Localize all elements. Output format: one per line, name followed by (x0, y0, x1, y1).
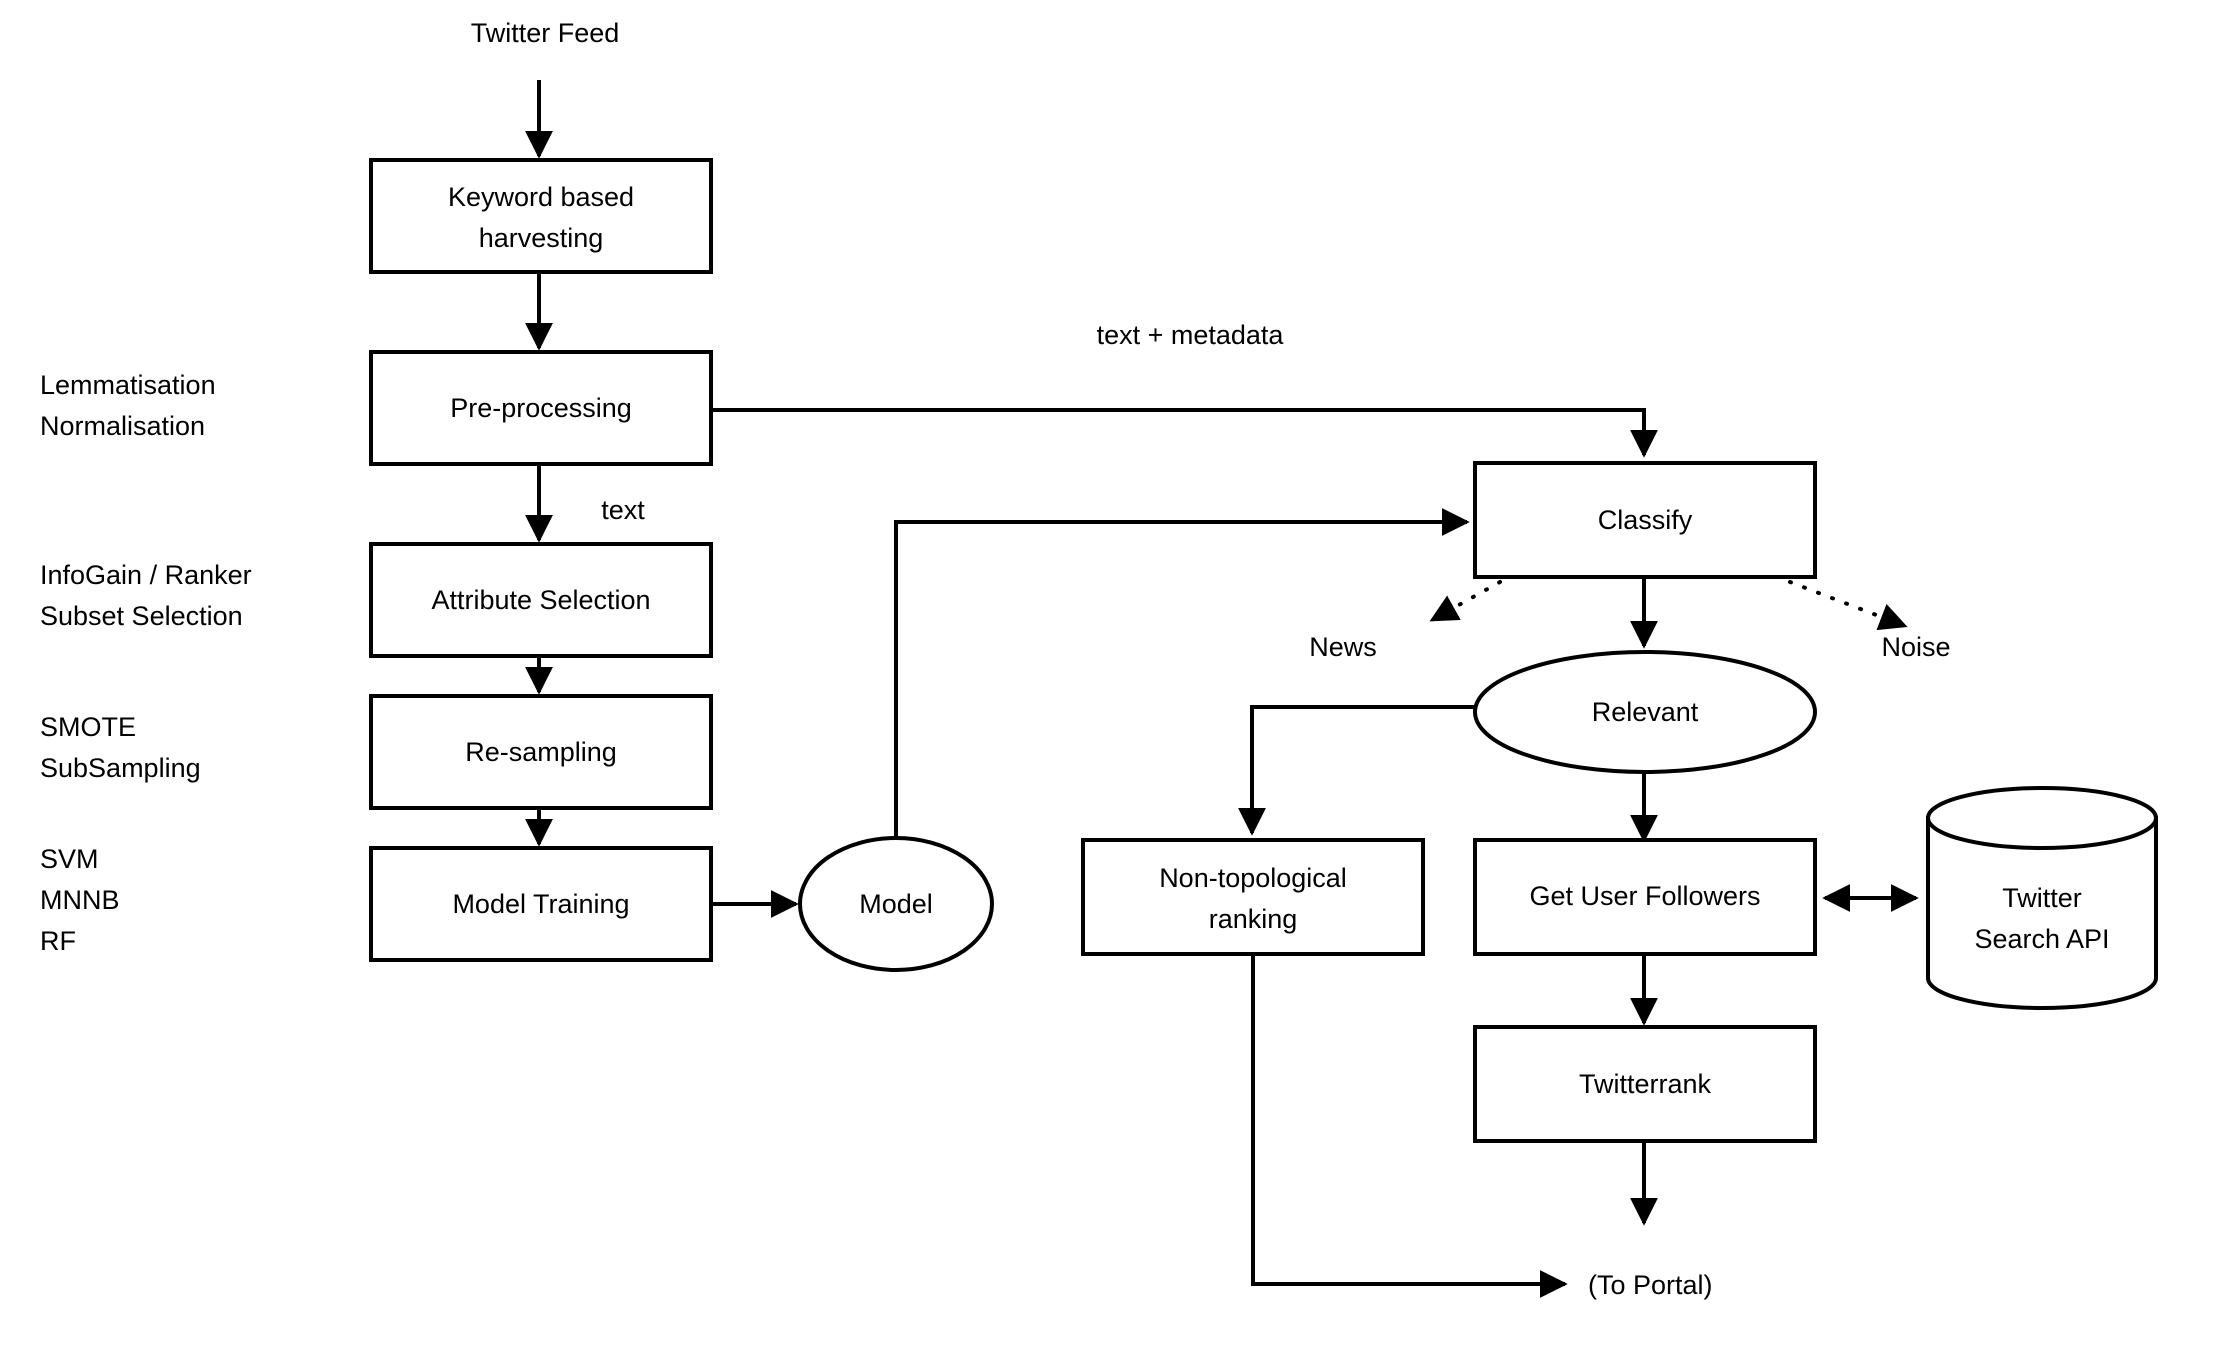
annotation-subsampling: SubSampling (40, 753, 201, 783)
edge-label-text: text (601, 495, 645, 525)
annotation-subset-selection: Subset Selection (40, 601, 243, 631)
annotation-normalisation: Normalisation (40, 411, 205, 441)
node-attribute-selection-label: Attribute Selection (431, 585, 650, 615)
node-keyword-harvesting[interactable] (369, 158, 713, 274)
node-get-user-followers[interactable] (1473, 838, 1817, 956)
node-non-topological-ranking[interactable] (1081, 838, 1425, 956)
node-twitter-search-api[interactable] (1926, 786, 2158, 1010)
edge-relevant-to-nontopological (1238, 705, 1475, 836)
edge-classify-to-news (1429, 580, 1502, 622)
node-attribute-selection[interactable] (369, 542, 713, 658)
node-twitter-search-api-label-2: Search API (1974, 924, 2109, 954)
node-classify-label: Classify (1598, 505, 1693, 535)
node-keyword-harvesting-label-1: Keyword based (448, 182, 634, 212)
annotation-smote: SMOTE (40, 712, 136, 742)
edge-preprocess-to-classify (711, 408, 1658, 458)
annotation-infogain-ranker: InfoGain / Ranker (40, 560, 252, 590)
node-twitterrank[interactable] (1473, 1025, 1817, 1143)
node-re-sampling-label: Re-sampling (465, 737, 617, 767)
edge-label-news: News (1309, 632, 1377, 662)
source-label: Twitter Feed (471, 18, 620, 48)
node-model-training-label: Model Training (452, 889, 629, 919)
node-pre-processing-label: Pre-processing (450, 393, 632, 423)
node-twitterrank-label: Twitterrank (1579, 1069, 1712, 1099)
node-model-label: Model (859, 889, 933, 919)
edge-label-noise: Noise (1881, 632, 1950, 662)
node-twitter-search-api-label-1: Twitter (2002, 883, 2082, 913)
annotation-lemmatisation: Lemmatisation (40, 370, 216, 400)
node-non-topological-ranking-label-2: ranking (1209, 904, 1298, 934)
annotation-svm: SVM (40, 844, 99, 874)
node-get-user-followers-label: Get User Followers (1529, 881, 1760, 911)
edge-classify-to-noise (1788, 580, 1908, 631)
edge-nontopological-to-portal (1251, 954, 1568, 1298)
edge-label-text-metadata: text + metadata (1097, 320, 1285, 350)
terminal-label-to-portal: (To Portal) (1588, 1270, 1713, 1300)
annotation-mnnb: MNNB (40, 885, 120, 915)
node-non-topological-ranking-label-1: Non-topological (1159, 863, 1347, 893)
annotation-rf: RF (40, 926, 76, 956)
node-relevant-label: Relevant (1592, 697, 1699, 727)
edge-model-to-classify (894, 508, 1470, 838)
node-re-sampling[interactable] (369, 694, 713, 810)
node-keyword-harvesting-label-2: harvesting (479, 223, 604, 253)
